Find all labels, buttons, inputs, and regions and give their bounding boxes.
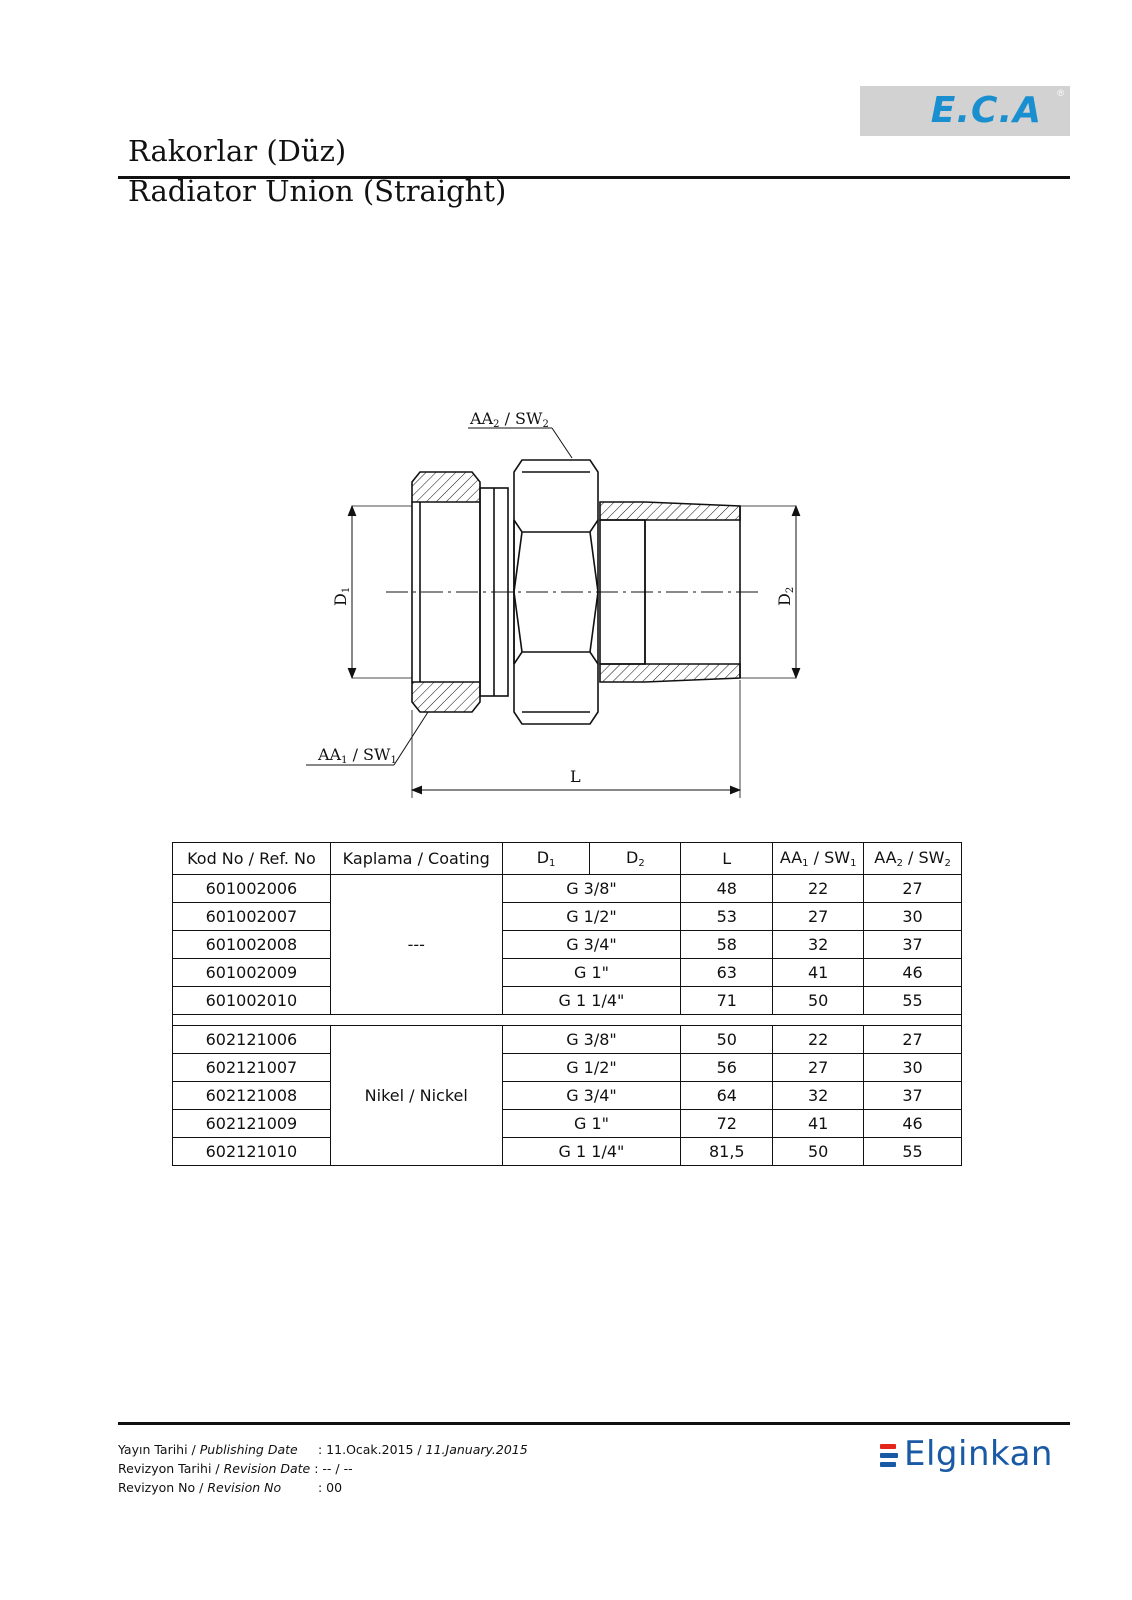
aa2-cell: 27 — [863, 874, 962, 903]
table-row: 602121006 Nikel / Nickel G 3/8" 50 22 27 — [172, 1025, 962, 1166]
aa1-cell: 50 — [772, 1137, 865, 1166]
table-row: 602121010 G 1 1/4" 81,5 50 55 — [172, 1137, 962, 1166]
thread-cell: G 1" — [501, 1109, 682, 1138]
length-cell: 48 — [680, 874, 774, 903]
aa1-cell: 32 — [772, 1081, 865, 1110]
footer-info: Yayın Tarihi / Publishing Date: 11.Ocak.… — [118, 1440, 528, 1497]
ref-cell: 601002010 — [172, 986, 331, 1015]
thread-cell: G 1 1/4" — [501, 1137, 682, 1166]
length-cell: 64 — [680, 1081, 774, 1110]
header-coating: Kaplama / Coating — [329, 842, 503, 875]
aa2-cell: 27 — [863, 1025, 962, 1054]
ref-cell: 602121008 — [172, 1081, 331, 1110]
thread-cell: G 3/8" — [501, 874, 682, 903]
table-row: 602121007 G 1/2" 56 27 30 — [172, 1053, 962, 1082]
ref-cell: 602121006 — [172, 1025, 331, 1054]
ref-cell: 601002008 — [172, 930, 331, 959]
label-d1: D1 — [331, 587, 352, 606]
header-ref: Kod No / Ref. No — [172, 842, 331, 875]
label-aa2-sw2: AA2 / SW2 — [469, 410, 549, 430]
label-d2: D2 — [775, 587, 796, 606]
thread-cell: G 1 1/4" — [501, 986, 682, 1015]
header-d2: D2 — [589, 842, 682, 875]
thread-cell: G 1" — [501, 958, 682, 987]
aa2-cell: 55 — [863, 986, 962, 1015]
aa2-cell: 55 — [863, 1137, 962, 1166]
publishing-date-row: Yayın Tarihi / Publishing Date: 11.Ocak.… — [118, 1442, 528, 1457]
header-d1: D1 — [501, 842, 591, 875]
aa2-cell: 37 — [863, 930, 962, 959]
aa2-cell: 37 — [863, 1081, 962, 1110]
revision-date-row: Revizyon Tarihi / Revision Date : -- / -… — [118, 1461, 353, 1476]
technical-drawing: AA2 / SW2 AA1 / SW1 D1 D2 L — [300, 410, 820, 820]
table-row: 601002006 --- G 3/8" 48 22 27 — [172, 874, 962, 1015]
page-title-tr: Rakorlar (Düz) — [128, 134, 347, 168]
table-row: 602121008 G 3/4" 64 32 37 — [172, 1081, 962, 1110]
length-cell: 63 — [680, 958, 774, 987]
aa1-cell: 32 — [772, 930, 865, 959]
revision-no-row: Revizyon No / Revision No: 00 — [118, 1480, 343, 1495]
thread-cell: G 3/4" — [501, 1081, 682, 1110]
label-l: L — [570, 767, 581, 786]
elginkan-wordmark: Elginkan — [904, 1434, 1053, 1474]
eca-logo-text: E.C.A — [930, 90, 1042, 131]
aa1-cell: 22 — [772, 874, 865, 903]
header-l: L — [680, 842, 774, 875]
aa1-cell: 27 — [772, 902, 865, 931]
length-cell: 81,5 — [680, 1137, 774, 1166]
aa1-cell: 41 — [772, 1109, 865, 1138]
aa2-cell: 30 — [863, 1053, 962, 1082]
ref-cell: 602121010 — [172, 1137, 331, 1166]
ref-cell: 601002006 — [172, 874, 331, 903]
label-aa1-sw1: AA1 / SW1 — [317, 745, 397, 766]
table-row: 601002008 G 3/4" 58 32 37 — [172, 930, 962, 959]
table-row: 601002009 G 1" 63 41 46 — [172, 958, 962, 987]
registered-mark: ® — [1057, 88, 1064, 98]
ref-cell: 602121009 — [172, 1109, 331, 1138]
length-cell: 56 — [680, 1053, 774, 1082]
length-cell: 50 — [680, 1025, 774, 1054]
elginkan-mark-icon — [880, 1444, 898, 1470]
eca-logo: E.C.A ® — [860, 86, 1070, 136]
length-cell: 53 — [680, 902, 774, 931]
aa2-cell: 46 — [863, 958, 962, 987]
aa2-cell: 46 — [863, 1109, 962, 1138]
union-drawing-svg: AA2 / SW2 AA1 / SW1 D1 D2 L — [306, 410, 801, 798]
thread-cell: G 3/4" — [501, 930, 682, 959]
aa1-cell: 27 — [772, 1053, 865, 1082]
length-cell: 71 — [680, 986, 774, 1015]
coating-cell: --- — [329, 874, 503, 1015]
aa1-cell: 50 — [772, 986, 865, 1015]
page-title-en: Radiator Union (Straight) — [128, 174, 507, 208]
ref-cell: 601002007 — [172, 902, 331, 931]
aa2-cell: 30 — [863, 902, 962, 931]
header-aa2-sw2: AA2 / SW2 — [863, 842, 962, 875]
thread-cell: G 1/2" — [501, 902, 682, 931]
table-header-row: Kod No / Ref. No Kaplama / Coating D1 D2… — [172, 842, 962, 875]
footer-divider — [118, 1422, 1070, 1425]
thread-cell: G 3/8" — [501, 1025, 682, 1054]
coating-cell: Nikel / Nickel — [329, 1025, 503, 1166]
table-row: 601002007 G 1/2" 53 27 30 — [172, 902, 962, 931]
aa1-cell: 22 — [772, 1025, 865, 1054]
table-row: 602121009 G 1" 72 41 46 — [172, 1109, 962, 1138]
length-cell: 58 — [680, 930, 774, 959]
ref-cell: 602121007 — [172, 1053, 331, 1082]
spec-table: Kod No / Ref. No Kaplama / Coating D1 D2… — [172, 842, 962, 1166]
header-aa1-sw1: AA1 / SW1 — [772, 842, 865, 875]
title-divider — [118, 176, 1070, 179]
table-row: 601002010 G 1 1/4" 71 50 55 — [172, 986, 962, 1015]
aa1-cell: 41 — [772, 958, 865, 987]
length-cell: 72 — [680, 1109, 774, 1138]
ref-cell: 601002009 — [172, 958, 331, 987]
thread-cell: G 1/2" — [501, 1053, 682, 1082]
table-spacer-row — [172, 1014, 962, 1026]
elginkan-logo: Elginkan — [880, 1434, 1070, 1476]
